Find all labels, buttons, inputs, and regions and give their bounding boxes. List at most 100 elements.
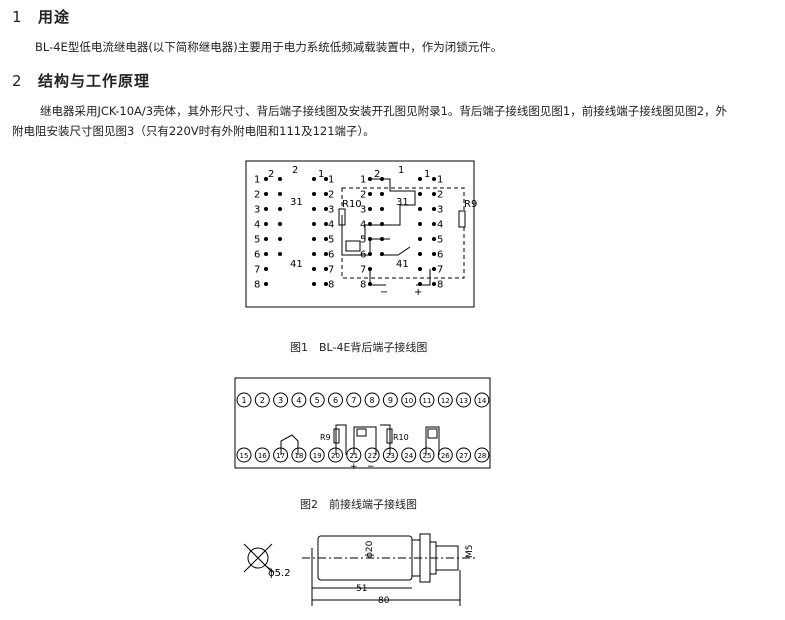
label-41-right: 41	[396, 259, 409, 270]
terminal-number: 5	[254, 235, 260, 246]
terminal-number: 19	[313, 452, 322, 460]
terminal-number: 18	[294, 452, 303, 460]
label-41-left: 41	[290, 259, 303, 270]
terminal-dot	[432, 267, 436, 271]
terminal-dot	[278, 237, 282, 241]
terminal-dot	[418, 237, 422, 241]
terminal-dot	[324, 252, 328, 256]
terminal-number: 4	[328, 220, 334, 231]
terminal-number: 7	[254, 265, 260, 276]
terminal	[474, 447, 490, 463]
terminal-dot	[418, 252, 422, 256]
label-plus: +	[350, 462, 358, 472]
terminal-dot	[264, 192, 268, 196]
terminal	[236, 392, 252, 408]
terminal-number: 15	[240, 452, 249, 460]
terminal-dot	[312, 222, 316, 226]
terminal-number: 17	[276, 452, 285, 460]
terminal-dot	[418, 177, 422, 181]
dim-51-label: 51	[356, 584, 367, 594]
terminal-dot	[312, 207, 316, 211]
terminal-dot	[264, 267, 268, 271]
terminal-number: 8	[370, 396, 375, 405]
terminal-number: 1	[360, 175, 366, 186]
terminal-dot	[432, 252, 436, 256]
section-2-heading: 2 结构与工作原理	[12, 70, 150, 91]
terminal-number: 27	[459, 452, 468, 460]
terminal-number: 2	[437, 190, 443, 201]
terminal-dot	[432, 222, 436, 226]
terminal-dot	[418, 192, 422, 196]
section-title: 结构与工作原理	[38, 72, 151, 90]
relay-element	[427, 428, 438, 439]
terminal-dot	[432, 282, 436, 286]
terminal-number: 7	[437, 265, 443, 276]
col2-top-label: 2	[268, 169, 274, 180]
terminal-number: 5	[315, 396, 320, 405]
terminal	[419, 392, 435, 408]
label-r10: R10	[393, 433, 409, 442]
terminal-number: 4	[437, 220, 443, 231]
wiring	[380, 424, 391, 455]
wiring	[380, 246, 411, 256]
figure-2-caption: 图2 前接线端子接线图	[300, 498, 417, 511]
terminal-number: 4	[254, 220, 260, 231]
terminal	[254, 392, 270, 408]
terminal-dot	[432, 192, 436, 196]
terminal-dot	[264, 207, 268, 211]
terminal-dot	[324, 192, 328, 196]
wiring	[335, 424, 347, 455]
leader-line	[265, 565, 275, 573]
terminal-number: 12	[441, 397, 450, 405]
terminal-dot	[264, 222, 268, 226]
terminal-dot	[380, 192, 384, 196]
terminal-number: 8	[360, 280, 366, 291]
col4-top-label: 1	[318, 169, 324, 180]
label-31-right: 31	[396, 197, 409, 208]
terminal-number: 11	[423, 397, 432, 405]
terminal-dot	[418, 207, 422, 211]
terminal-dot	[278, 192, 282, 196]
terminal-number: 23	[386, 452, 395, 460]
terminal-dot	[264, 237, 268, 241]
terminal-dot	[432, 177, 436, 181]
thread-label: M5	[465, 545, 475, 559]
col6-top-label: 2	[374, 169, 380, 180]
terminal-number: 4	[296, 396, 301, 405]
section-number: 2	[12, 72, 23, 90]
label-31-left: 31	[290, 197, 303, 208]
terminal-number: 10	[404, 397, 413, 405]
terminal	[382, 392, 398, 408]
terminal-number: 20	[331, 452, 340, 460]
figure-1-caption: 图1 BL-4E背后端子接线图	[290, 341, 428, 354]
terminal-number: 24	[404, 452, 413, 460]
terminal	[236, 447, 252, 463]
group-label-2: 2	[292, 165, 298, 176]
terminal-number: 2	[328, 190, 334, 201]
terminal-dot	[278, 207, 282, 211]
terminal-number: 3	[278, 396, 283, 405]
terminal-number: 1	[254, 175, 260, 186]
terminal	[328, 392, 343, 408]
figure-3-diagram: ϕ5.2 ϕ20 M5 51 80	[243, 533, 476, 606]
terminal-dot	[418, 222, 422, 226]
terminal-number: 8	[437, 280, 443, 291]
wiring	[353, 426, 377, 455]
wiring	[364, 178, 416, 240]
hole-diameter-label: ϕ5.2	[268, 568, 291, 579]
terminal-dot	[368, 207, 372, 211]
terminal-number: 6	[333, 396, 338, 405]
terminal	[419, 447, 435, 463]
figure-2-frame	[234, 377, 491, 469]
terminal-number: 8	[328, 280, 334, 291]
body-diameter-label: ϕ20	[365, 540, 375, 558]
mount-hole	[247, 547, 269, 569]
terminal-dot	[324, 237, 328, 241]
terminal-number: 13	[459, 397, 468, 405]
terminal	[309, 392, 325, 408]
terminal-number: 1	[241, 396, 246, 405]
terminal-number: 3	[328, 205, 334, 216]
terminal-dot	[312, 192, 316, 196]
